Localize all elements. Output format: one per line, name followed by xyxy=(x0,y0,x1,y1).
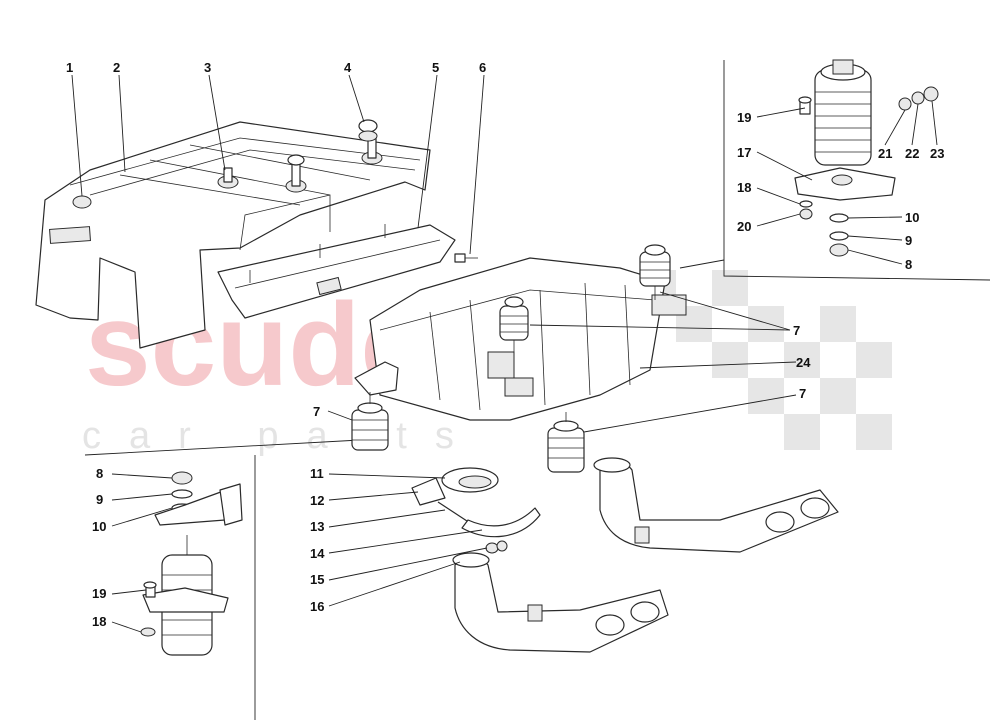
callout-8-lower: 8 xyxy=(96,466,103,481)
watermark-subtitle: car parts xyxy=(82,415,482,457)
callout-18-lower: 18 xyxy=(92,614,106,629)
tailpipe-lower xyxy=(452,552,669,653)
inset-frame xyxy=(679,60,991,281)
callout-7-top-right: 7 xyxy=(793,323,800,338)
callout-7-right: 7 xyxy=(799,386,806,401)
callout-10-lower: 10 xyxy=(92,519,106,534)
callout-labels: 1 2 3 4 5 6 19 17 18 20 21 22 23 10 9 8 … xyxy=(66,60,944,629)
callout-22: 22 xyxy=(905,146,919,161)
callout-19-lower: 19 xyxy=(92,586,106,601)
callout-14: 14 xyxy=(310,546,325,561)
mounting-bracket-strip xyxy=(217,224,456,319)
callout-4: 4 xyxy=(344,60,352,75)
callout-7-left: 7 xyxy=(313,404,320,419)
callout-23: 23 xyxy=(930,146,944,161)
tailpipe-upper xyxy=(593,457,839,553)
rubber-mount-left xyxy=(351,392,389,451)
callout-11: 11 xyxy=(310,466,324,481)
bolt-6 xyxy=(454,253,478,263)
callout-17: 17 xyxy=(737,145,751,160)
callout-3: 3 xyxy=(204,60,211,75)
callout-10-inset: 10 xyxy=(905,210,919,225)
rubber-mount-center xyxy=(499,296,529,356)
callout-5: 5 xyxy=(432,60,439,75)
callout-9-inset: 9 xyxy=(905,233,912,248)
callout-1: 1 xyxy=(66,60,73,75)
rubber-mount-right xyxy=(547,412,585,473)
callout-12: 12 xyxy=(310,493,324,508)
heat-shield-cover xyxy=(35,121,431,349)
callout-8-inset: 8 xyxy=(905,257,912,272)
rubber-mount-top-right xyxy=(639,244,671,300)
leader-lines xyxy=(71,74,938,633)
callout-21: 21 xyxy=(878,146,892,161)
callout-16: 16 xyxy=(310,599,324,614)
cover-nuts xyxy=(72,119,383,209)
callout-18-inset: 18 xyxy=(737,180,751,195)
callout-13: 13 xyxy=(310,519,324,534)
lower-left-mount-assembly xyxy=(140,471,243,656)
callout-9-lower: 9 xyxy=(96,492,103,507)
callout-15: 15 xyxy=(310,572,324,587)
clamp-assembly xyxy=(411,467,541,554)
callout-6: 6 xyxy=(479,60,486,75)
detail-frame-lower-left xyxy=(84,439,361,720)
callout-24: 24 xyxy=(796,355,811,370)
inset-mount-assembly xyxy=(794,59,939,257)
callout-19-inset: 19 xyxy=(737,110,751,125)
callout-2: 2 xyxy=(113,60,120,75)
callout-20: 20 xyxy=(737,219,751,234)
